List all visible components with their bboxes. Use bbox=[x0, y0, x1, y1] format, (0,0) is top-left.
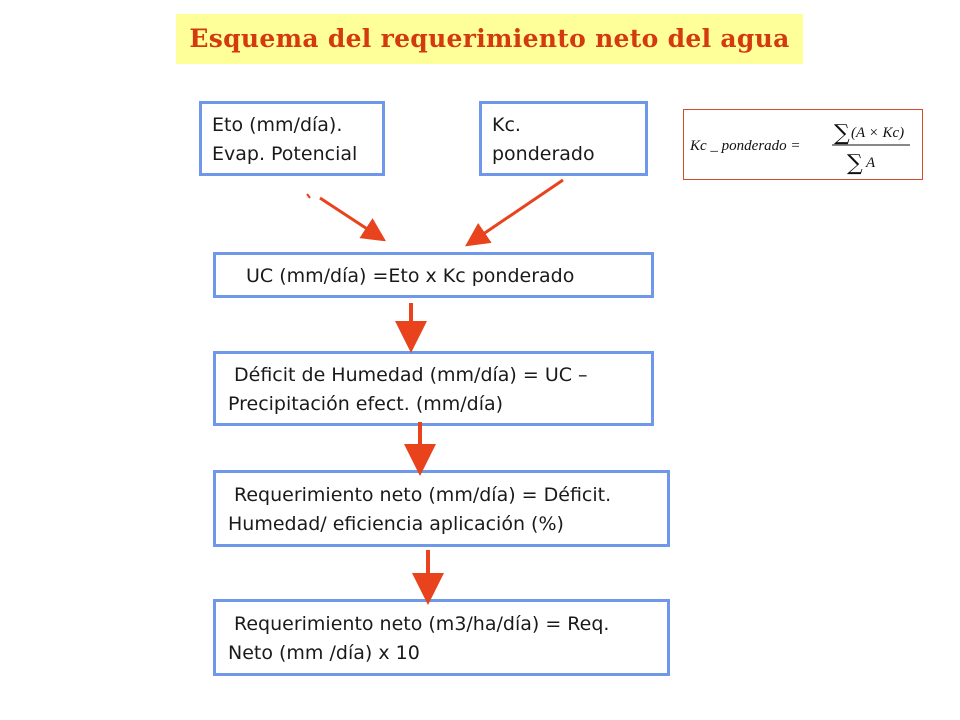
requerimiento-mm-box: Requerimiento neto (mm/día) = Déficit. H… bbox=[213, 470, 670, 547]
req-mm-line-2: Humedad/ eficiencia aplicación (%) bbox=[228, 513, 564, 535]
arrow-eto-to-uc bbox=[319, 196, 387, 242]
kc-line-2: ponderado bbox=[492, 143, 595, 165]
req-mm-line-1: Requerimiento neto (mm/día) = Déficit. bbox=[234, 484, 612, 506]
arrow-kc-to-uc bbox=[465, 178, 564, 247]
requerimiento-m3-box: Requerimiento neto (m3/ha/día) = Req. Ne… bbox=[213, 599, 670, 676]
req-m3-line-1: Requerimiento neto (m3/ha/día) = Req. bbox=[234, 613, 610, 635]
title-banner: Esquema del requerimiento neto del agua bbox=[176, 14, 803, 64]
eto-line-2: Evap. Potencial bbox=[212, 143, 358, 165]
kc-box: Kc. ponderado bbox=[479, 101, 648, 176]
formula-sigma-top: ∑ bbox=[834, 121, 850, 146]
formula-graphic: Kc _ ponderado = ∑ (A × Kc) ∑ A bbox=[689, 121, 910, 176]
deficit-line-2: Precipitación efect. (mm/día) bbox=[228, 393, 504, 415]
deficit-box: Déficit de Humedad (mm/día) = UC – Preci… bbox=[213, 351, 654, 426]
req-m3-line-2: Neto (mm /día) x 10 bbox=[228, 642, 420, 664]
kc-ponderado-formula: Kc _ ponderado = ∑ (A × Kc) ∑ A bbox=[683, 109, 923, 180]
diagram-title: Esquema del requerimiento neto del agua bbox=[189, 24, 790, 53]
formula-numerator: (A × Kc) bbox=[851, 125, 904, 141]
formula-lhs: Kc _ ponderado = bbox=[689, 138, 801, 154]
formula-denominator: A bbox=[865, 155, 876, 171]
kc-line-1: Kc. bbox=[492, 114, 521, 136]
uc-line-1: UC (mm/día) =Eto x Kc ponderado bbox=[246, 265, 575, 287]
arrow-tick-mark bbox=[306, 193, 311, 199]
eto-line-1: Eto (mm/día). bbox=[212, 114, 343, 136]
eto-box: Eto (mm/día). Evap. Potencial bbox=[199, 101, 385, 176]
formula-sigma-bottom: ∑ bbox=[847, 151, 863, 176]
deficit-line-1: Déficit de Humedad (mm/día) = UC – bbox=[234, 364, 588, 386]
uc-box: UC (mm/día) =Eto x Kc ponderado bbox=[213, 252, 654, 298]
